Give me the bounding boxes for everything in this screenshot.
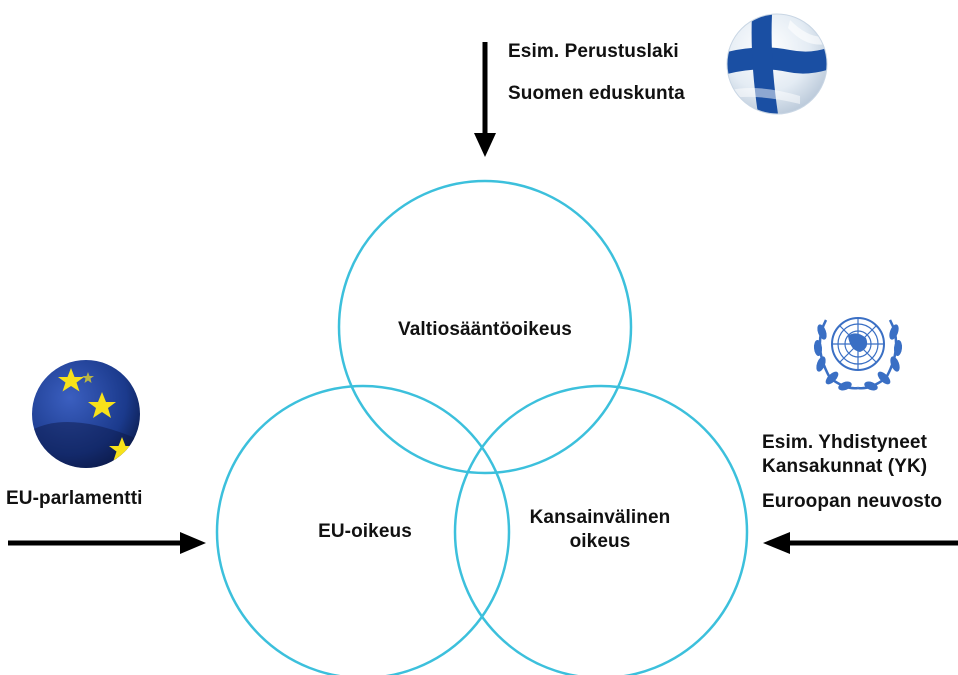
left-source-line1: EU-parlamentti [6, 488, 143, 509]
label-valtiosaantooikeus: Valtiosääntöoikeus [398, 319, 572, 340]
arrow-right [8, 532, 206, 554]
venn-circles [215, 179, 749, 675]
right-source-line2: Kansakunnat (YK) [762, 456, 928, 477]
top-source-line1: Esim. Perustuslaki [508, 41, 679, 62]
circle-eu-oikeus [215, 384, 511, 675]
arrow-left [763, 532, 958, 554]
label-eu-oikeus: EU-oikeus [318, 521, 412, 542]
arrow-down [474, 42, 496, 157]
top-source-line2: Suomen eduskunta [508, 83, 685, 104]
eu-flag-icon [32, 360, 140, 468]
finland-flag-icon [726, 13, 828, 115]
label-kansainvalinen-line1: Kansainvälinen [529, 507, 671, 528]
un-emblem-icon [813, 317, 903, 391]
circle-valtiosaantooikeus [337, 179, 633, 475]
right-source-line3: Euroopan neuvosto [762, 491, 943, 512]
right-source-line1: Esim. Yhdistyneet [762, 432, 928, 453]
circle-kansainvalinen-oikeus [453, 384, 749, 675]
label-kansainvalinen-line2: oikeus [569, 530, 631, 552]
label-kansainvalinen-oikeus: Kansainvälinen oikeus [500, 506, 700, 554]
